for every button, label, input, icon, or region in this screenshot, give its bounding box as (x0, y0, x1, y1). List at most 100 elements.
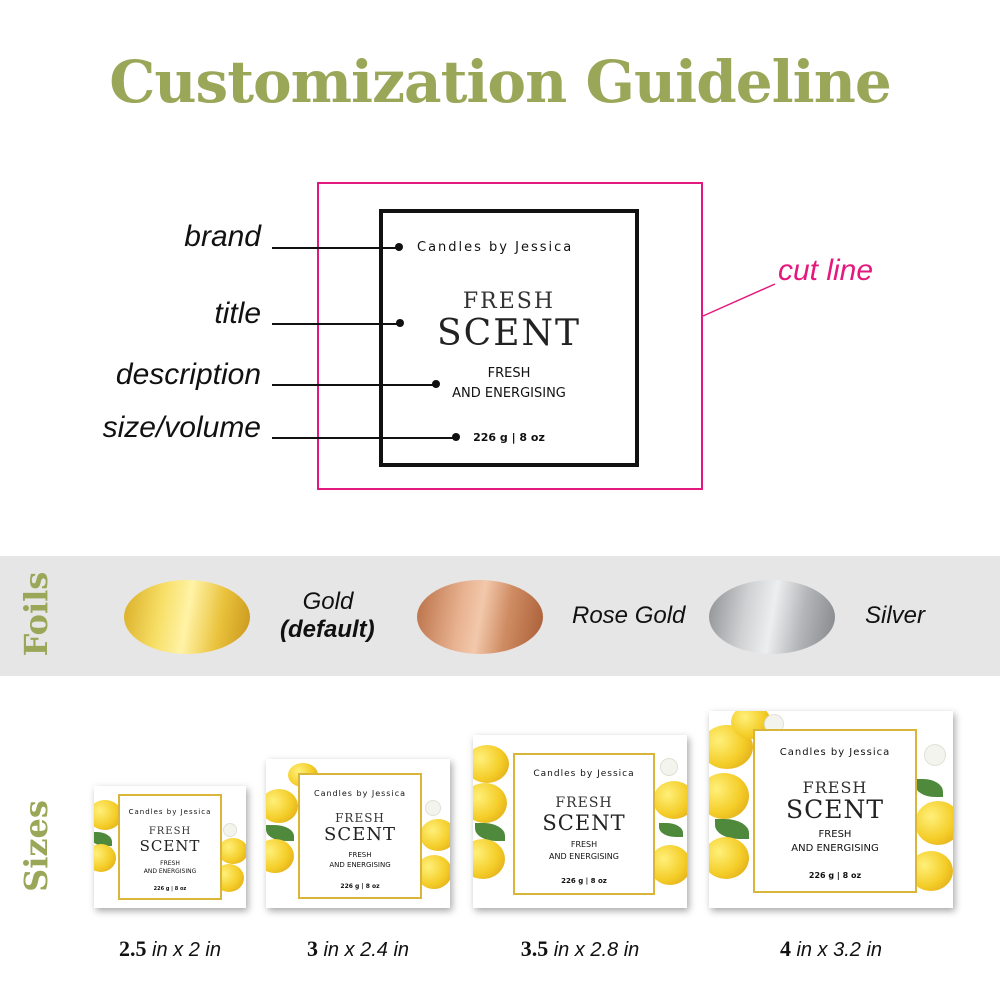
page-title: Customization Guideline (109, 48, 892, 116)
sample-title-line2: SCENT (542, 811, 626, 835)
gold-foil-frame: Candles by Jessica FRESH SCENT FRESH AND… (118, 794, 222, 900)
flower-illustration (426, 801, 440, 815)
leader-line-description (272, 384, 435, 386)
flower-illustration (925, 745, 945, 765)
silver-foil-name: Silver (865, 602, 926, 629)
sample-title-line2: SCENT (785, 795, 885, 824)
lemon-illustration (473, 839, 505, 879)
flower-illustration (224, 824, 236, 836)
annotation-description: description (115, 358, 261, 391)
lemon-illustration (649, 845, 687, 885)
lemon-illustration (94, 800, 122, 830)
leader-line-brand (272, 247, 398, 249)
sample-size: 226 g | 8 oz (561, 877, 607, 885)
sample-title-line2: SCENT (139, 837, 201, 855)
size-unit: in x 2.4 in (323, 939, 410, 961)
sample-title-line2: SCENT (324, 824, 396, 845)
leaf-illustration (94, 832, 112, 846)
rose-gold-foil-name: Rose Gold (572, 602, 686, 629)
lemon-illustration (709, 837, 749, 879)
lemon-illustration (653, 781, 687, 819)
leaf-illustration (659, 823, 683, 837)
size-caption-4in: 4 in x 3.2 in (709, 936, 953, 962)
leader-dot-brand (395, 243, 403, 251)
sample-title-line1: FRESH (148, 826, 192, 837)
sample-size: 226 g | 8 oz (340, 883, 380, 890)
label-description-line1: FRESH (487, 366, 531, 381)
leader-dot-description (432, 380, 440, 388)
size-value: 2.5 (119, 936, 147, 961)
label-preview: Candles by Jessica FRESH SCENT FRESH AND… (379, 209, 639, 467)
lemon-illustration (94, 844, 116, 872)
gold-foil-frame: Candles by Jessica FRESH SCENT FRESH AND… (753, 729, 917, 893)
size-value: 3 (306, 936, 318, 961)
size-sample-3-5in: Candles by Jessica FRESH SCENT FRESH AND… (473, 735, 687, 908)
gold-foil-frame: Candles by Jessica FRESH SCENT FRESH AND… (298, 773, 422, 899)
sample-description-line2: AND ENERGISING (549, 852, 619, 861)
label-title-line2: SCENT (437, 313, 581, 354)
rose-gold-foil-swatch (417, 580, 543, 654)
lemon-illustration (266, 839, 294, 873)
size-sample-2-5in: Candles by Jessica FRESH SCENT FRESH AND… (94, 786, 246, 908)
cut-line-pointer (702, 283, 776, 317)
flower-illustration (765, 715, 783, 733)
label-description-line2: AND ENERGISING (452, 386, 566, 401)
leaf-illustration (266, 825, 294, 841)
sample-description-line1: FRESH (348, 851, 372, 859)
sizes-heading: Sizes (17, 800, 55, 892)
sample-brand: Candles by Jessica (533, 769, 635, 779)
lemon-illustration (218, 838, 246, 864)
sample-title-line1: FRESH (335, 811, 385, 825)
gold-foil-frame: Candles by Jessica FRESH SCENT FRESH AND… (513, 753, 655, 895)
leaf-illustration (475, 823, 505, 841)
sample-size: 226 g | 8 oz (808, 871, 862, 880)
size-caption-2-5in: 2.5 in x 2 in (94, 936, 246, 962)
size-value: 4 (779, 936, 791, 961)
lemon-illustration (473, 783, 507, 823)
annotation-title: title (214, 297, 261, 330)
leader-line-size (272, 437, 455, 439)
label-brand: Candles by Jessica (417, 240, 574, 255)
lemon-illustration (266, 789, 298, 823)
gold-foil-swatch (124, 580, 250, 654)
leaf-illustration (715, 819, 749, 839)
leader-dot-title (396, 319, 404, 327)
size-unit: in x 2.8 in (553, 939, 640, 961)
leaf-illustration (915, 779, 943, 797)
leader-dot-size (452, 433, 460, 441)
lemon-illustration (709, 773, 749, 819)
label-size: 226 g | 8 oz (473, 431, 545, 444)
sample-description-line1: FRESH (818, 829, 852, 840)
lemon-illustration (915, 801, 953, 845)
size-unit: in x 2 in (152, 939, 221, 961)
sample-brand: Candles by Jessica (128, 808, 212, 816)
annotation-size: size/volume (102, 411, 261, 444)
label-title-line1: FRESH (462, 289, 556, 314)
leader-line-title (272, 323, 399, 325)
size-unit: in x 3.2 in (796, 939, 883, 961)
size-caption-3in: 3 in x 2.4 in (266, 936, 450, 962)
annotation-cut-line: cut line (778, 254, 874, 287)
sample-title-line1: FRESH (555, 795, 613, 811)
silver-foil-swatch (709, 580, 835, 654)
sample-size: 226 g | 8 oz (153, 886, 187, 892)
size-sample-3in: Candles by Jessica FRESH SCENT FRESH AND… (266, 759, 450, 908)
flower-illustration (661, 759, 677, 775)
lemon-illustration (420, 819, 450, 851)
foils-heading: Foils (17, 571, 55, 657)
cut-line-box (317, 182, 703, 490)
size-caption-3-5in: 3.5 in x 2.8 in (473, 936, 687, 962)
size-sample-4in: Candles by Jessica FRESH SCENT FRESH AND… (709, 711, 953, 908)
sample-description-line2: AND ENERGISING (143, 868, 197, 875)
sample-description-line1: FRESH (160, 860, 180, 867)
sample-description-line2: AND ENERGISING (791, 843, 879, 854)
sample-brand: Candles by Jessica (779, 747, 891, 758)
gold-foil-note: (default) (280, 616, 375, 643)
sample-title-line1: FRESH (802, 778, 868, 797)
size-value: 3.5 (520, 936, 549, 961)
sample-brand: Candles by Jessica (314, 789, 406, 798)
lemon-illustration (473, 745, 509, 783)
gold-foil-name: Gold (302, 588, 354, 615)
annotation-brand: brand (184, 220, 261, 253)
sample-description-line2: AND ENERGISING (329, 861, 391, 869)
